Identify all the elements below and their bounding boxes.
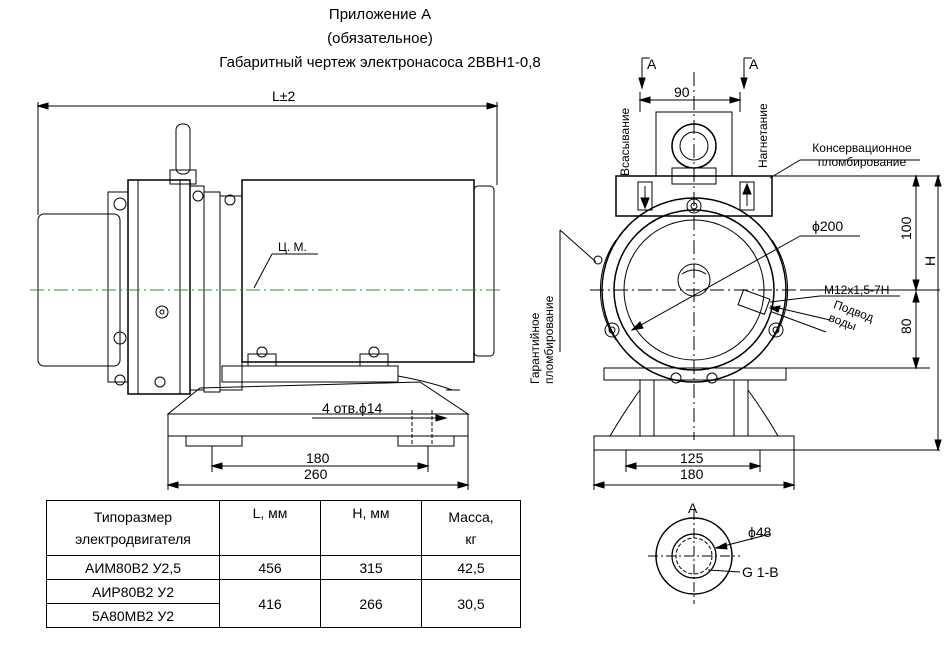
detail-diameter-label: ϕ48 <box>748 524 772 540</box>
row-H: 266 <box>320 579 422 628</box>
conservation-seal-label: Консервационное пломбирование <box>812 141 912 169</box>
spec-table: Типоразмер электродвигателя L, мм H, мм … <box>46 500 521 628</box>
header-L: L, мм <box>219 500 321 556</box>
table-row: 5А80МВ2 У2 <box>46 603 521 628</box>
table-row: АИМ80В2 У2,5 456 315 42,5 <box>46 555 521 580</box>
table-row: АИР80В2 У2 416 266 30,5 <box>46 579 521 628</box>
row-model: 5А80МВ2 У2 <box>46 603 220 628</box>
row-L: 416 <box>219 579 321 628</box>
drawing-title: Габаритный чертеж электронасоса 2ВВН1-0,… <box>219 54 541 71</box>
row-mass: 42,5 <box>421 555 521 580</box>
row-model: АИР80В2 У2 <box>46 579 220 604</box>
dim-180-side-label: 180 <box>306 450 330 466</box>
dim-180-front-label: 180 <box>680 466 704 482</box>
suction-label: Всасывание <box>618 107 632 176</box>
center-mass-label: Ц. М. <box>278 240 307 254</box>
discharge-label: Нагнетание <box>756 103 770 168</box>
header-model-line2: электродвигателя <box>75 531 191 547</box>
row-H: 315 <box>320 555 422 580</box>
detail-a-title: А <box>688 500 698 516</box>
section-a-right-label: А <box>749 56 759 72</box>
dim-80-label: 80 <box>898 318 914 334</box>
dim-90-label: 90 <box>674 84 690 100</box>
detail-a <box>648 510 771 604</box>
header-model: Типоразмер электродвигателя <box>46 500 220 556</box>
dim-length-label: L±2 <box>272 88 296 104</box>
header-mass-line2: кг <box>465 531 477 547</box>
row-L: 456 <box>219 555 321 580</box>
mount-holes-label: 4 отв.ϕ14 <box>322 400 383 416</box>
appendix-note: (обязательное) <box>327 30 433 47</box>
dim-H-label: H <box>922 255 938 266</box>
table-header-row: Типоразмер электродвигателя L, мм H, мм … <box>46 500 521 556</box>
detail-thread-label: G 1-B <box>742 564 779 580</box>
thread-label: M12x1,5-7H <box>824 283 890 297</box>
front-view <box>559 57 942 490</box>
row-model: АИМ80В2 У2,5 <box>46 555 220 580</box>
appendix-title: Приложение А <box>328 6 432 23</box>
dim-100-label: 100 <box>898 216 914 240</box>
header-mass: Масса, кг <box>421 500 521 556</box>
header-H: H, мм <box>320 500 422 556</box>
dim-260-label: 260 <box>304 466 328 482</box>
row-mass: 30,5 <box>421 579 521 628</box>
header-mass-line1: Масса, <box>448 509 494 525</box>
header-model-line1: Типоразмер <box>93 509 173 525</box>
dim-diameter-200-label: ϕ200 <box>812 218 844 234</box>
warranty-seal-label: Гарантийное пломбирование <box>528 295 556 384</box>
section-a-left-label: А <box>647 56 657 72</box>
side-view <box>30 102 500 490</box>
dim-125-label: 125 <box>680 450 704 466</box>
